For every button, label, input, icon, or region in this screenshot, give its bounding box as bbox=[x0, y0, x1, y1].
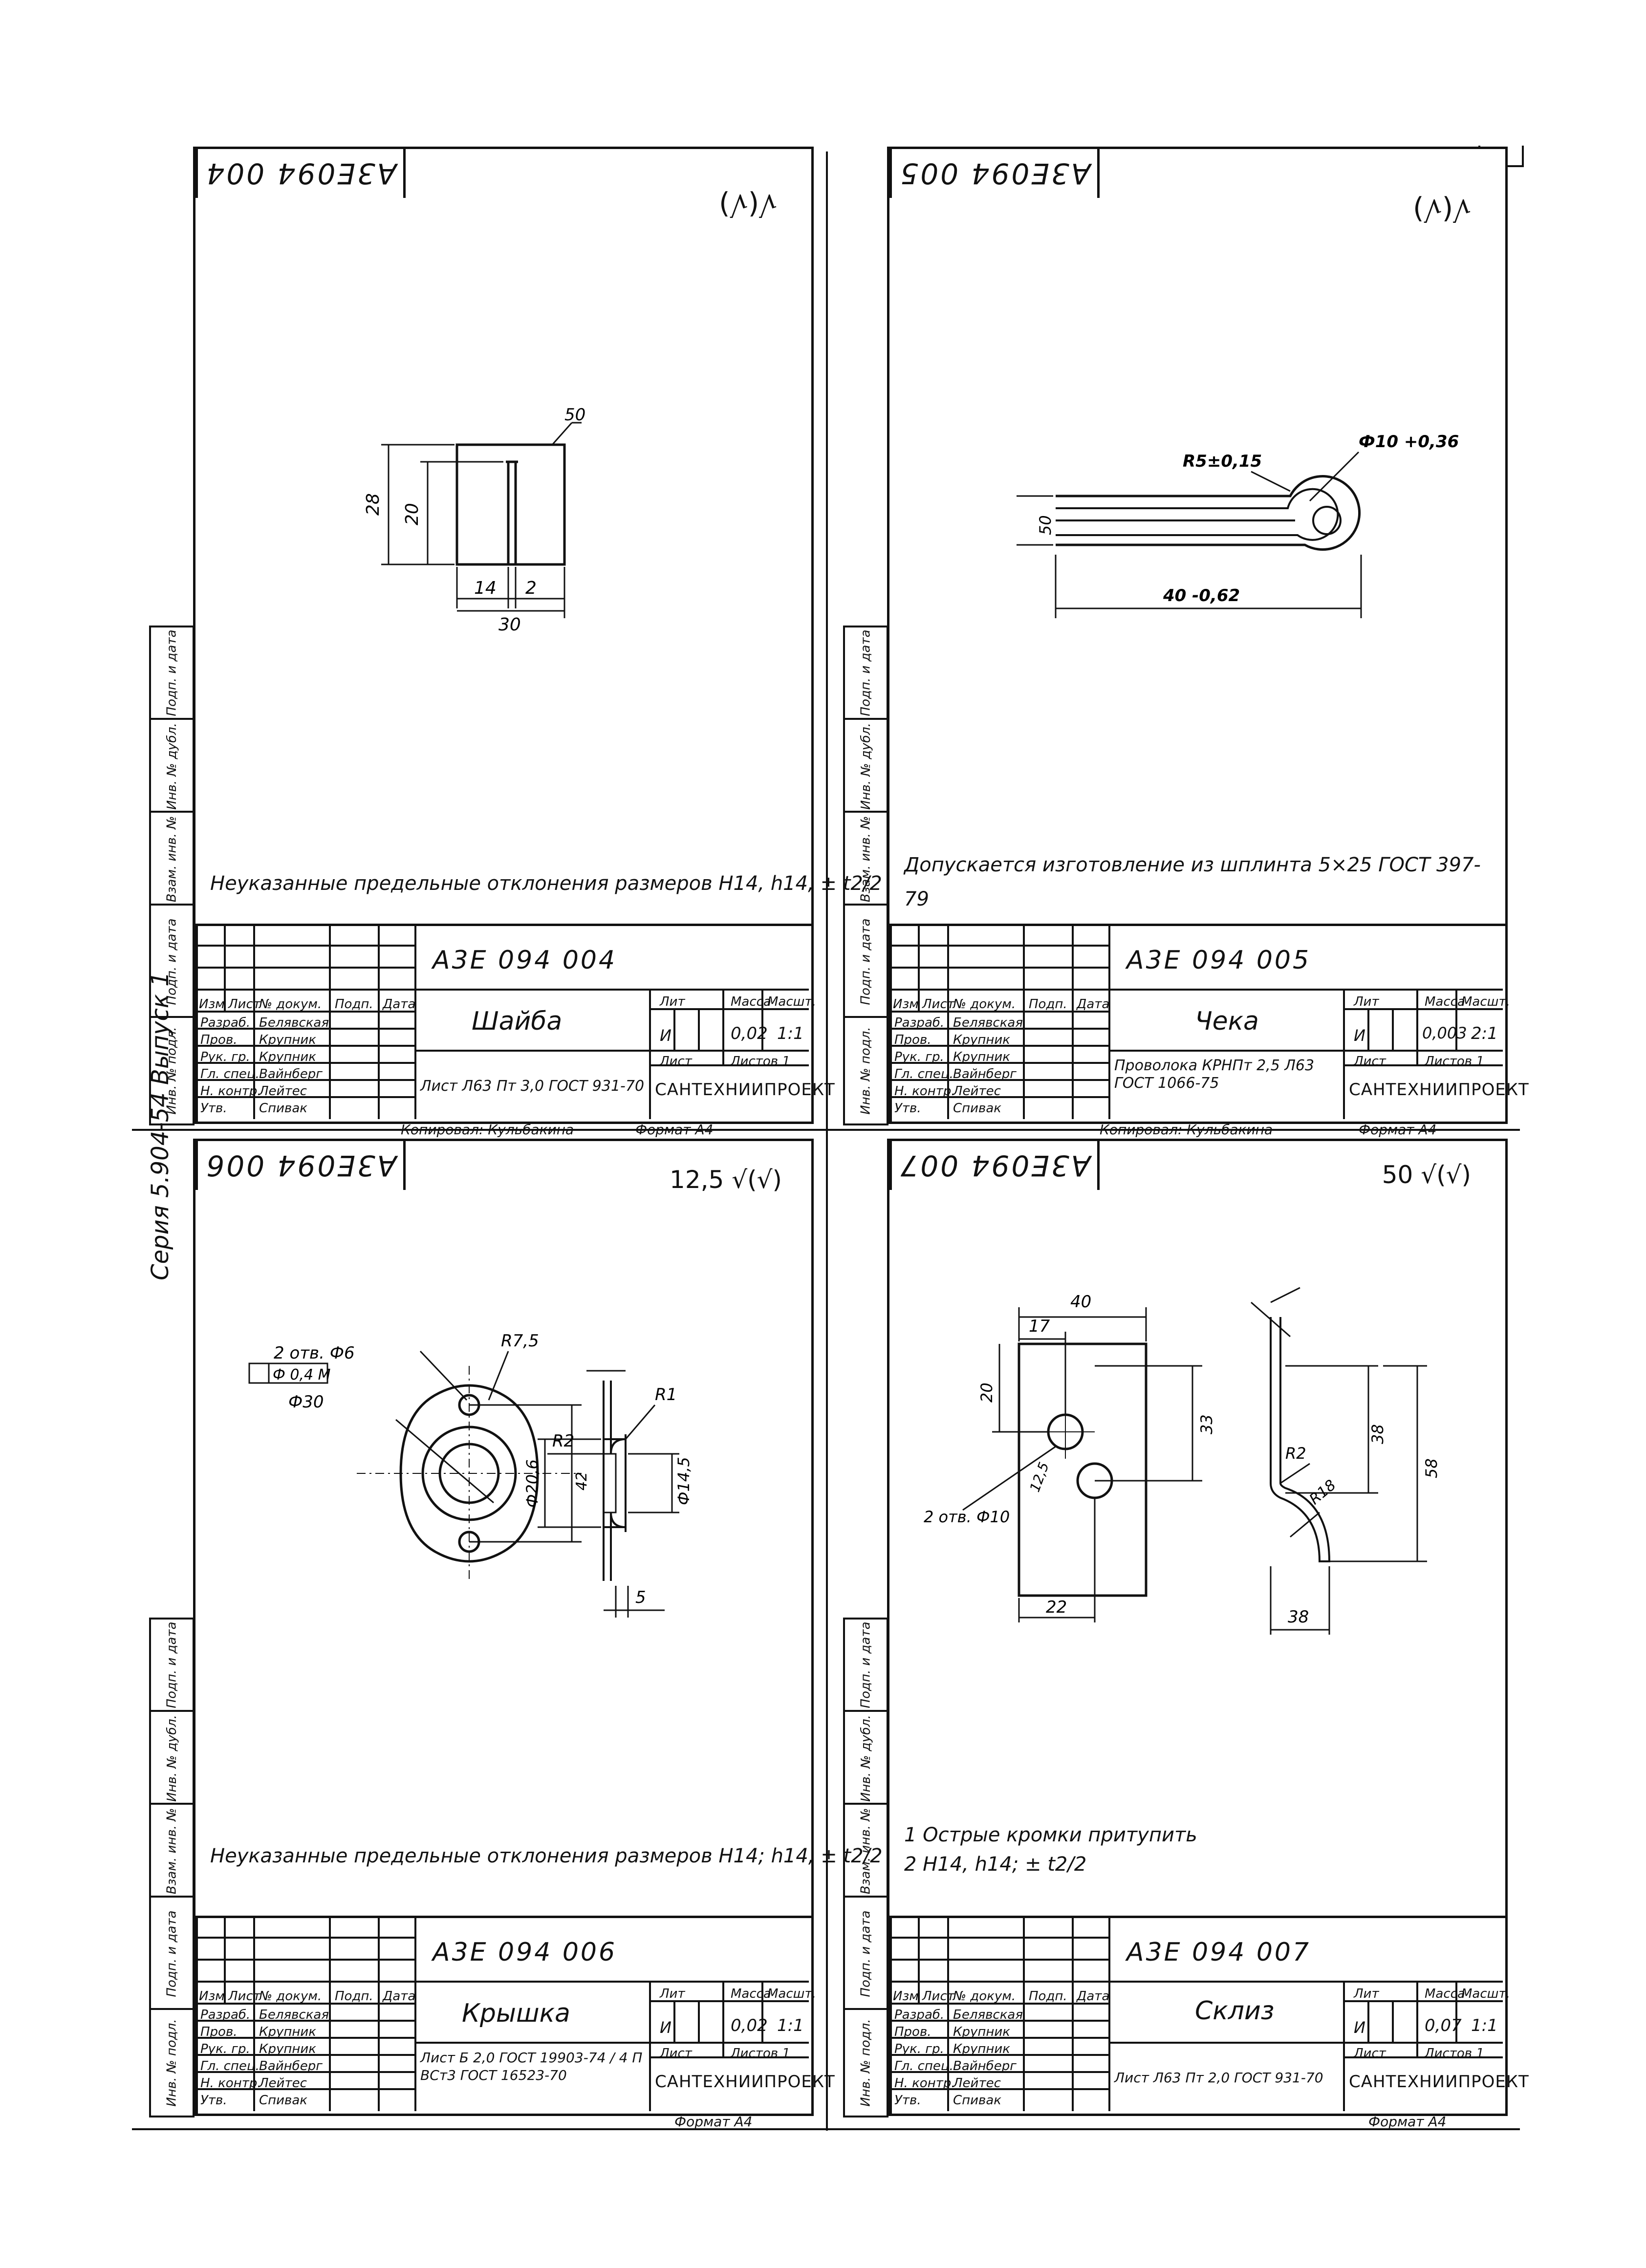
organization: САНТЕХНИИПРОЕКТ bbox=[655, 1080, 835, 1100]
dim-leg: 38 bbox=[1368, 1424, 1387, 1444]
roughness-mark: 50 √(√) bbox=[1382, 1161, 1471, 1189]
sheet-note: Допускается изготовление из шплинта 5×25… bbox=[904, 854, 1481, 910]
dim-holes: 2 отв. Ф6 bbox=[274, 1343, 355, 1363]
dim-r2: R2 bbox=[1285, 1444, 1306, 1463]
dim-diameter: Ф10 +0,36 bbox=[1359, 432, 1459, 452]
doc-code: А3Е 094 006 bbox=[433, 1938, 617, 1967]
dim-length: 40 -0,62 bbox=[1163, 586, 1240, 605]
dim-hole-x: 17 bbox=[1029, 1317, 1050, 1336]
material: Лист Б 2,0 ГОСТ 19903-74 / 4 П ВСт3 ГОСТ… bbox=[420, 2050, 643, 2083]
dim-outer-dia: Ф20,6 bbox=[523, 1459, 541, 1508]
side-strip: Подп. и дата Инв. № дубл. Взам. инв. № П… bbox=[149, 626, 195, 1125]
organization: САНТЕХНИИПРОЕКТ bbox=[1349, 1080, 1529, 1100]
organization: САНТЕХНИИПРОЕКТ bbox=[655, 2072, 835, 2092]
bottom-rule bbox=[132, 2128, 1520, 2130]
roughness-mark: 12,5 √(√) bbox=[670, 1166, 782, 1194]
part-drawing-pin: R5±0,15 Ф10 +0,36 50 40 -0,62 bbox=[1017, 432, 1459, 618]
dim-tolerance: Ф 0,4 М bbox=[273, 1366, 331, 1383]
dim-roughness: 12,5 bbox=[1027, 1460, 1052, 1494]
material: Лист Л63 Пт 3,0 ГОСТ 931-70 bbox=[420, 1078, 645, 1095]
doc-code: А3Е 094 007 bbox=[1126, 1938, 1311, 1967]
title-block: А3Е 094 005 Изм Лист № докум. Подп. Дата… bbox=[889, 924, 1529, 1122]
drawing-sheet-4: А3Е094 007 50 √(√) bbox=[843, 1139, 1529, 2117]
footer-format: Формат А4 bbox=[1368, 2114, 1447, 2130]
part-name: Шайба bbox=[472, 1007, 563, 1036]
doc-code: А3Е 094 004 bbox=[433, 946, 617, 975]
organization: САНТЕХНИИПРОЕКТ bbox=[1349, 2072, 1529, 2092]
dim-inner-dia: Ф14,5 bbox=[674, 1457, 693, 1505]
side-strip: Подп. и дата Инв. № дубл. Взам. инв. № П… bbox=[843, 626, 888, 1125]
doc-code: А3Е 094 005 bbox=[1126, 946, 1311, 975]
part-name: Крышка bbox=[462, 1999, 570, 2028]
sheet-note: Неуказанные предельные отклонения размер… bbox=[210, 1845, 883, 1867]
dim-roughness: 50 bbox=[564, 405, 585, 425]
dim-radius: R5±0,15 bbox=[1183, 452, 1262, 471]
dim-edge: 22 bbox=[1046, 1598, 1067, 1617]
drawing-sheet-3: А3Е094 006 12,5 √(√) bbox=[149, 1139, 883, 2117]
dim-r1: R1 bbox=[655, 1385, 677, 1404]
part-drawing-cover: 2 отв. Ф6 Ф 0,4 М R7,5 Ф30 42 R1 R2 Ф20,… bbox=[248, 1331, 693, 1618]
dim-holes: 2 отв. Ф10 bbox=[924, 1508, 1010, 1526]
part-drawing-washer: 50 28 20 14 2 30 bbox=[363, 405, 585, 635]
dim-left: 14 bbox=[474, 578, 497, 598]
part-name: Склиз bbox=[1195, 1996, 1275, 2026]
dim-height: 28 bbox=[363, 493, 383, 516]
dim-depth: 38 bbox=[1288, 1607, 1309, 1627]
material: Проволока КРНПт 2,5 Л63 ГОСТ 1066-75 bbox=[1114, 1057, 1315, 1092]
part-name: Чека bbox=[1195, 1007, 1259, 1036]
title-block: А3Е 094 007 Изм Лист № докум. Подп. Дата… bbox=[889, 1916, 1529, 2114]
dim-r2: R2 bbox=[552, 1431, 574, 1451]
sheet-note: Неуказанные предельные отклонения размер… bbox=[210, 872, 882, 895]
part-drawing-slide: 40 17 20 33 12,5 2 отв. Ф10 22 38 58 R2 … bbox=[924, 1287, 1441, 1635]
column-separator bbox=[826, 151, 828, 2131]
dim-inner-height: 20 bbox=[402, 503, 422, 525]
drawing-sheet-1: А3Е094 004 √(√) 50 28 20 14 2 bbox=[149, 147, 882, 1125]
side-strip: Подп. и дата Инв. № дубл. Взам. инв. № П… bbox=[149, 1618, 195, 2117]
title-block: А3Е 094 004 Изм Лист № докум. Подп. Дата… bbox=[195, 924, 835, 1122]
dim-radius-flange: R7,5 bbox=[501, 1331, 539, 1351]
dim-depth: 5 bbox=[635, 1588, 646, 1607]
footer-format: Формат А4 bbox=[674, 2114, 753, 2130]
side-strip: Подп. и дата Инв. № дубл. Взам. инв. № П… bbox=[843, 1618, 888, 2117]
sheet-note: 1 Острые кромки притупить 2 Н14, h14; ± … bbox=[904, 1824, 1197, 1876]
dim-flange-dia: Ф30 bbox=[288, 1392, 324, 1412]
dim-thickness: 50 bbox=[1036, 515, 1055, 535]
dim-width: 40 bbox=[1070, 1292, 1091, 1312]
title-block: А3Е 094 006 Изм Лист № докум. Подп. Дата… bbox=[195, 1916, 835, 2114]
dim-width: 30 bbox=[498, 615, 521, 635]
dim-height: 58 bbox=[1422, 1458, 1441, 1478]
dim-hole-y: 20 bbox=[977, 1382, 996, 1403]
dim-hole-spacing: 42 bbox=[573, 1472, 590, 1490]
dim-slot: 2 bbox=[525, 578, 537, 598]
dim-hole-spacing: 33 bbox=[1197, 1414, 1216, 1434]
drawing-sheet-2: А3Е094 005 √(√) R5±0,15 Ф10 +0,36 50 40 … bbox=[843, 147, 1529, 1125]
material: Лист Л63 Пт 2,0 ГОСТ 931-70 bbox=[1114, 2070, 1323, 2086]
